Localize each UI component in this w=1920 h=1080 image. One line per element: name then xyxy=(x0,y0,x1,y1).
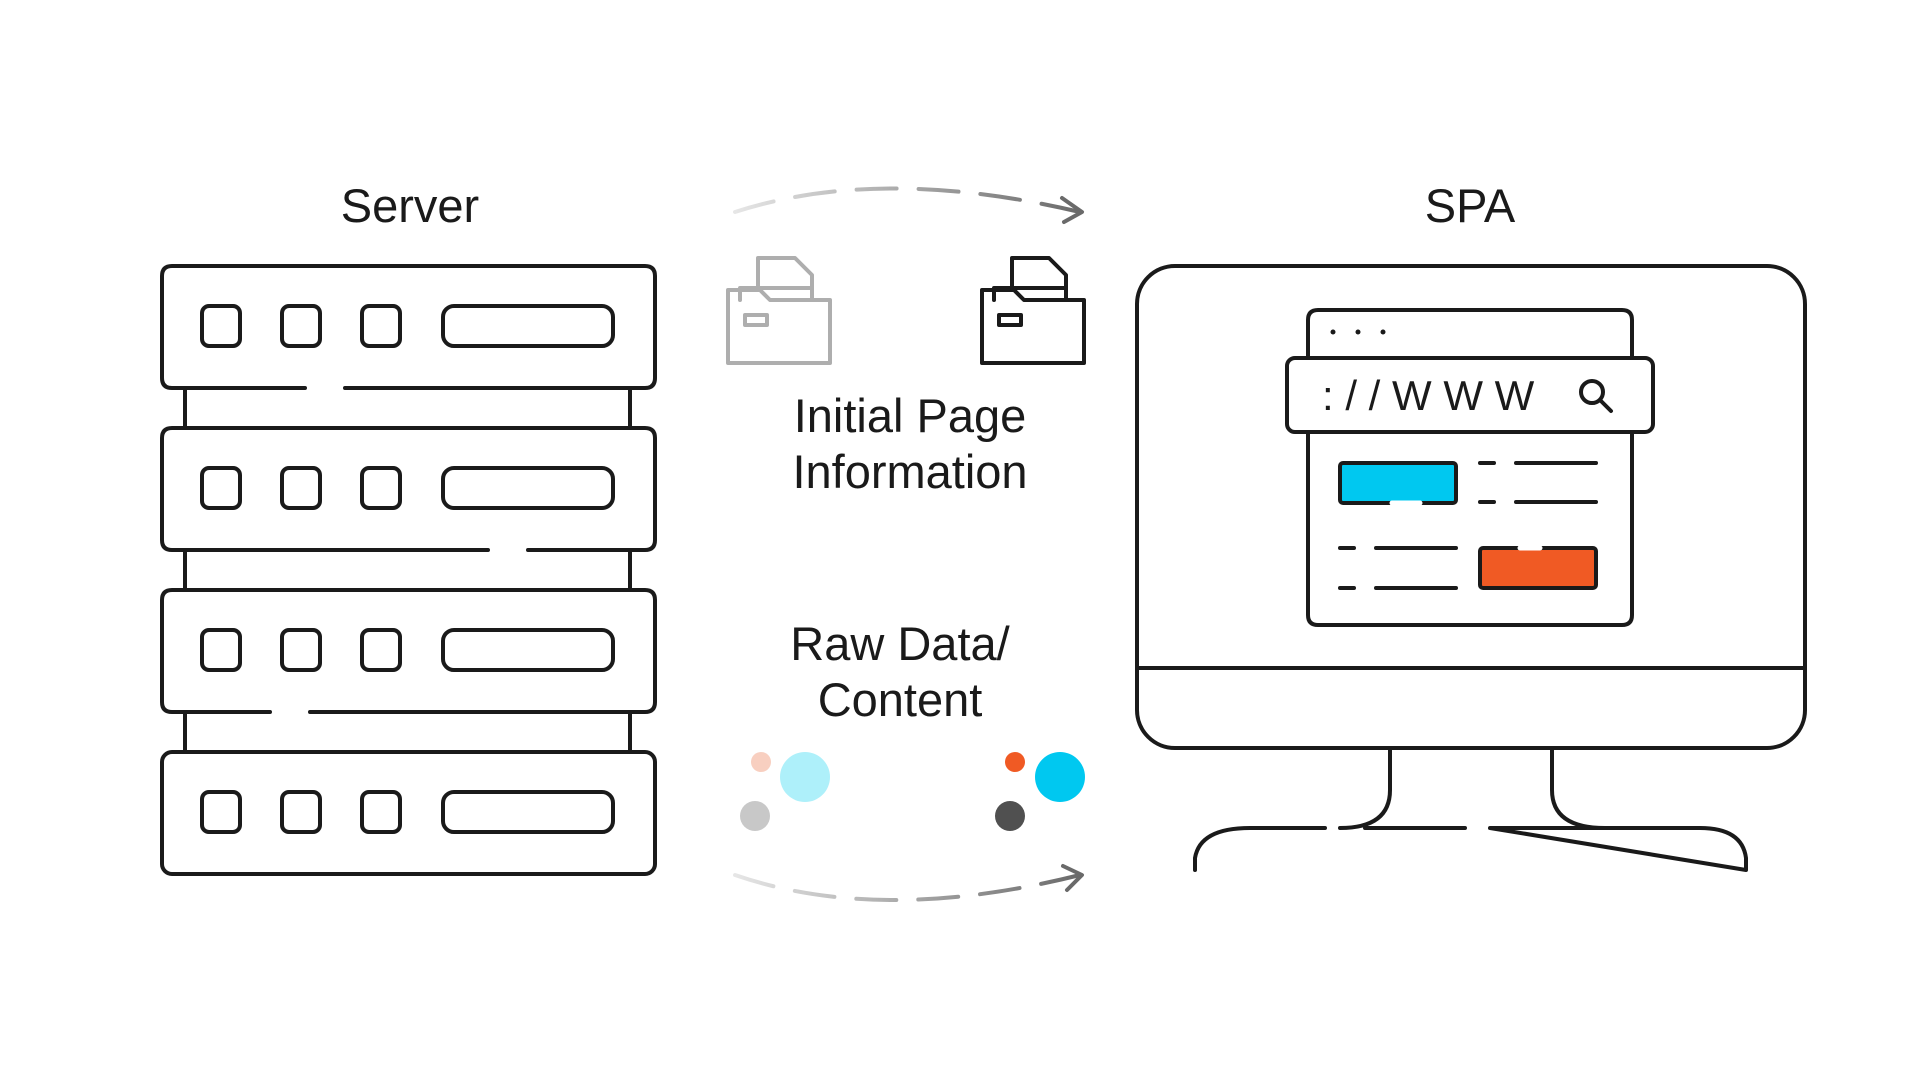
url-bar[interactable]: : / / W W W xyxy=(1285,356,1655,434)
server-title: Server xyxy=(340,179,480,232)
initial-page-info-line1: Initial Page xyxy=(793,389,1027,442)
browser-window-icon: : / / W W W xyxy=(1285,308,1655,627)
server-unit-1 xyxy=(160,264,657,390)
data-dots-icon-faded xyxy=(740,752,830,831)
spa-title: SPA xyxy=(1424,179,1516,232)
arrow-right-icon-bottom xyxy=(733,864,1084,902)
cyan-content-block xyxy=(1338,461,1458,505)
url-text: : / / W W W xyxy=(1322,372,1535,419)
monitor-icon xyxy=(1135,264,1807,872)
raw-data-line2: Content xyxy=(817,673,983,727)
arrow-right-icon xyxy=(733,186,1084,224)
server-rack-icon xyxy=(160,264,657,876)
server-unit-4 xyxy=(160,750,657,876)
data-dots-icon xyxy=(995,752,1085,831)
server-unit-2 xyxy=(160,426,657,552)
content-text-lines xyxy=(1338,461,1598,590)
initial-page-info-line2: Information xyxy=(792,445,1028,499)
raw-data-line1: Raw Data/ xyxy=(790,617,1010,670)
initial-page-info-label: Initial Page Information xyxy=(720,388,1100,501)
search-icon[interactable] xyxy=(1579,379,1613,413)
orange-content-block xyxy=(1478,546,1598,590)
server-rack-connectors xyxy=(183,386,632,754)
folder-icon-faded xyxy=(726,256,832,365)
server-unit-3 xyxy=(160,588,657,714)
raw-data-label: Raw Data/ Content xyxy=(700,616,1100,729)
folder-icon xyxy=(980,256,1086,365)
